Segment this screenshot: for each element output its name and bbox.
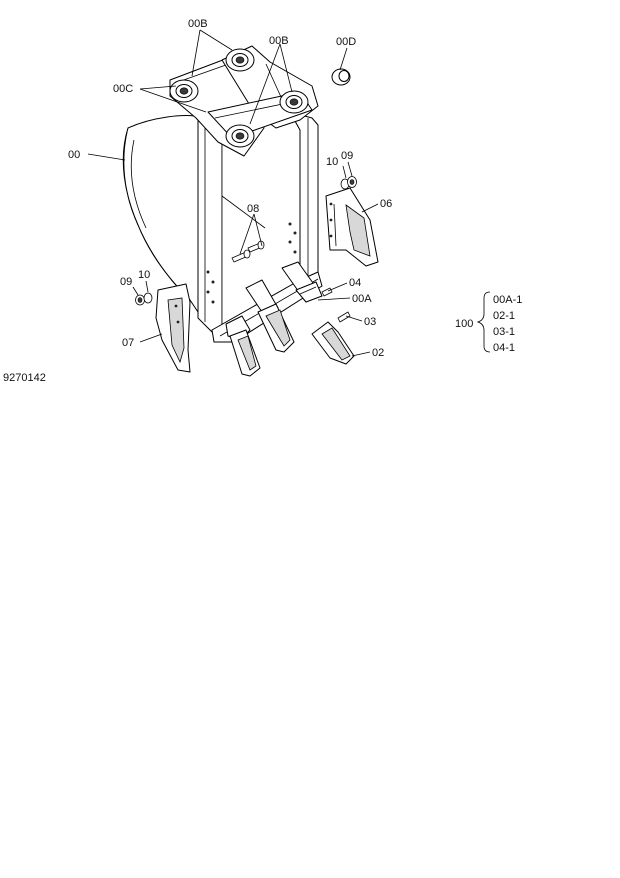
kit-label: 100 (455, 318, 473, 330)
callout-10-right: 10 (326, 156, 338, 168)
nut-washer-left (135, 292, 153, 306)
callout-02: 02 (372, 347, 384, 359)
bucket-tooth-02 (311, 321, 355, 365)
callout-00d: 00D (336, 36, 356, 48)
kit-item: 02-1 (493, 310, 515, 322)
pin-03 (337, 311, 351, 323)
callout-00c: 00C (113, 83, 133, 95)
diagram-id: 9270142 (3, 372, 46, 384)
callout-00: 00 (68, 149, 80, 161)
pin-bosses (169, 48, 309, 148)
callout-07: 07 (122, 337, 134, 349)
lock-04 (321, 287, 333, 297)
side-cutter-right (325, 187, 379, 267)
callout-04: 04 (349, 277, 361, 289)
tooth-adapters (225, 261, 323, 377)
callout-00b-right: 00B (269, 35, 289, 47)
nut-washer-right (340, 176, 357, 190)
bucket-body (122, 111, 323, 343)
side-cutter-left (155, 283, 191, 373)
callout-08: 08 (247, 203, 259, 215)
callout-00a: 00A (352, 293, 372, 305)
callout-03: 03 (364, 316, 376, 328)
callout-06: 06 (380, 198, 392, 210)
shim-ring-00d (331, 68, 351, 86)
kit-item: 03-1 (493, 326, 515, 338)
callout-00b-left: 00B (188, 18, 208, 30)
callout-09-left: 09 (120, 276, 132, 288)
callout-labels: 00 00B 00B 00C 00D 08 10 09 06 09 10 07 … (68, 18, 392, 359)
leader-lines (87, 29, 379, 357)
kit-item: 04-1 (493, 342, 515, 354)
callout-10-left: 10 (138, 269, 150, 281)
callout-09-right: 09 (341, 150, 353, 162)
kit-brace (476, 291, 491, 353)
kit-group-100: 100 00A-1 02-1 03-1 04-1 (455, 291, 522, 354)
kit-item: 00A-1 (493, 294, 522, 306)
